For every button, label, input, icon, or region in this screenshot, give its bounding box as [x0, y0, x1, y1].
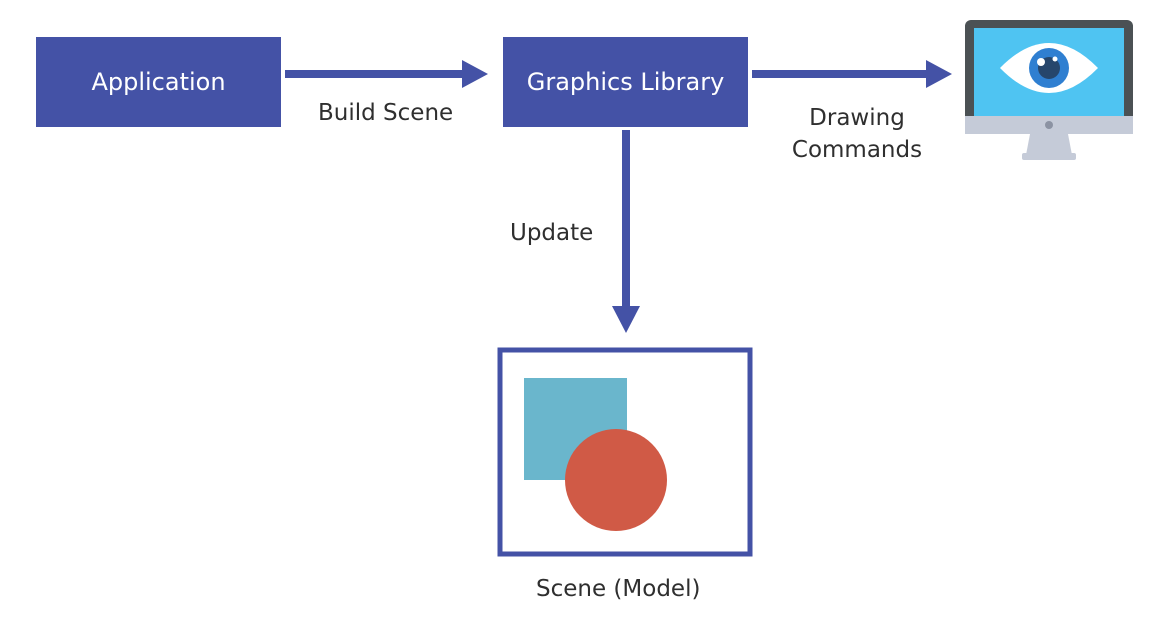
application-node: Application — [36, 37, 281, 127]
update-arrow — [612, 130, 640, 333]
monitor-eye-icon — [965, 20, 1133, 160]
drawing-commands-line2: Commands — [791, 137, 923, 163]
scene-caption: Scene (Model) — [536, 576, 701, 602]
build-scene-arrow — [285, 60, 488, 88]
graphics-library-node: Graphics Library — [503, 37, 748, 127]
application-label: Application — [91, 68, 226, 96]
build-scene-label: Build Scene — [318, 100, 454, 126]
scene-circle — [565, 429, 667, 531]
update-label: Update — [510, 220, 594, 246]
drawing-commands-arrow — [752, 60, 952, 88]
scene-model-box — [497, 347, 753, 557]
graphics-library-label: Graphics Library — [526, 68, 725, 96]
drawing-commands-label: Drawing Commands — [786, 102, 928, 166]
drawing-commands-line1: Drawing — [809, 105, 905, 131]
